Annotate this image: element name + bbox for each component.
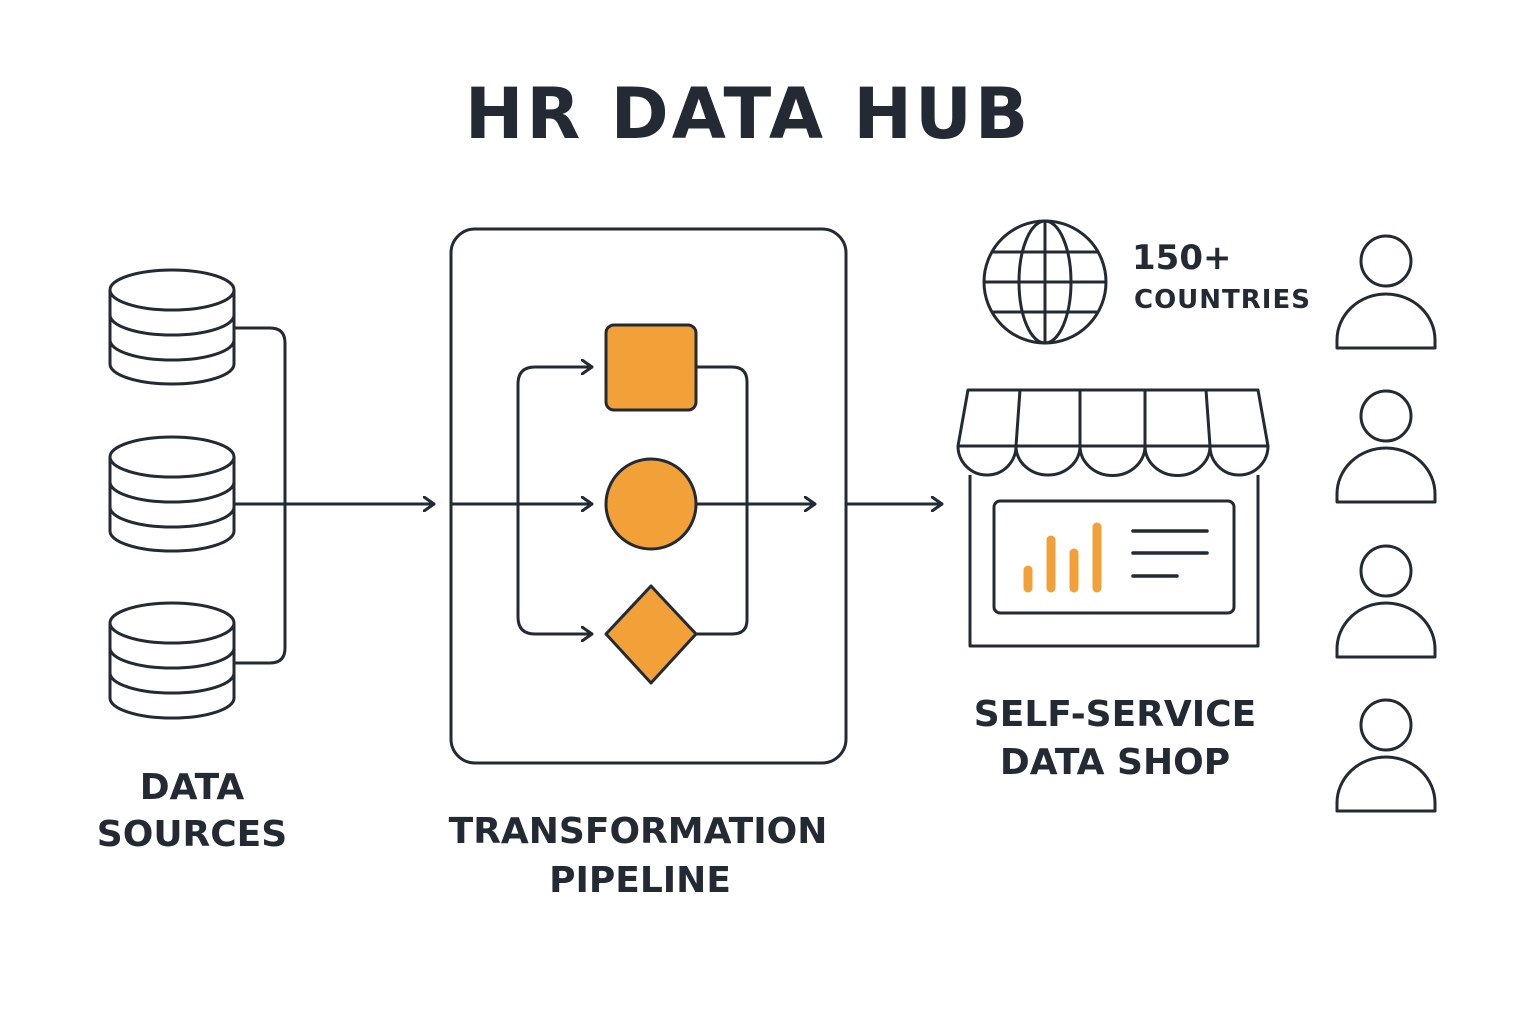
pipeline-label: PIPELINE (549, 860, 731, 901)
globe-icon (982, 219, 1108, 345)
pipeline-merge (694, 365, 749, 636)
bar-chart-icon (1023, 522, 1102, 593)
database-icon (108, 435, 236, 553)
user-icon (1335, 698, 1437, 813)
user-icon (1335, 544, 1437, 659)
user-icon (1335, 389, 1437, 504)
diamond-step-icon (604, 584, 698, 685)
shop-label: SELF-SERVICE (974, 694, 1256, 735)
shop-label: DATA SHOP (1000, 742, 1230, 783)
pipeline-branch-top (516, 367, 594, 506)
page-title: HR DATA HUB (465, 73, 1031, 155)
pipeline-box (449, 227, 848, 765)
database-icon (108, 601, 236, 720)
storefront-icon (956, 388, 1270, 648)
database-icon (108, 268, 236, 386)
pipeline-label: TRANSFORMATION (449, 811, 828, 852)
pipeline-branch-bottom (516, 502, 594, 634)
reach-count: 150+ (1132, 238, 1231, 278)
sources-label: SOURCES (97, 814, 287, 855)
reach-unit: COUNTRIES (1134, 285, 1311, 315)
text-lines-icon (1131, 529, 1209, 578)
user-icon (1335, 234, 1437, 350)
sources-label: DATA (140, 767, 245, 808)
source-connector (232, 326, 287, 665)
circle-step-icon (604, 457, 698, 551)
square-step-icon (604, 323, 698, 412)
